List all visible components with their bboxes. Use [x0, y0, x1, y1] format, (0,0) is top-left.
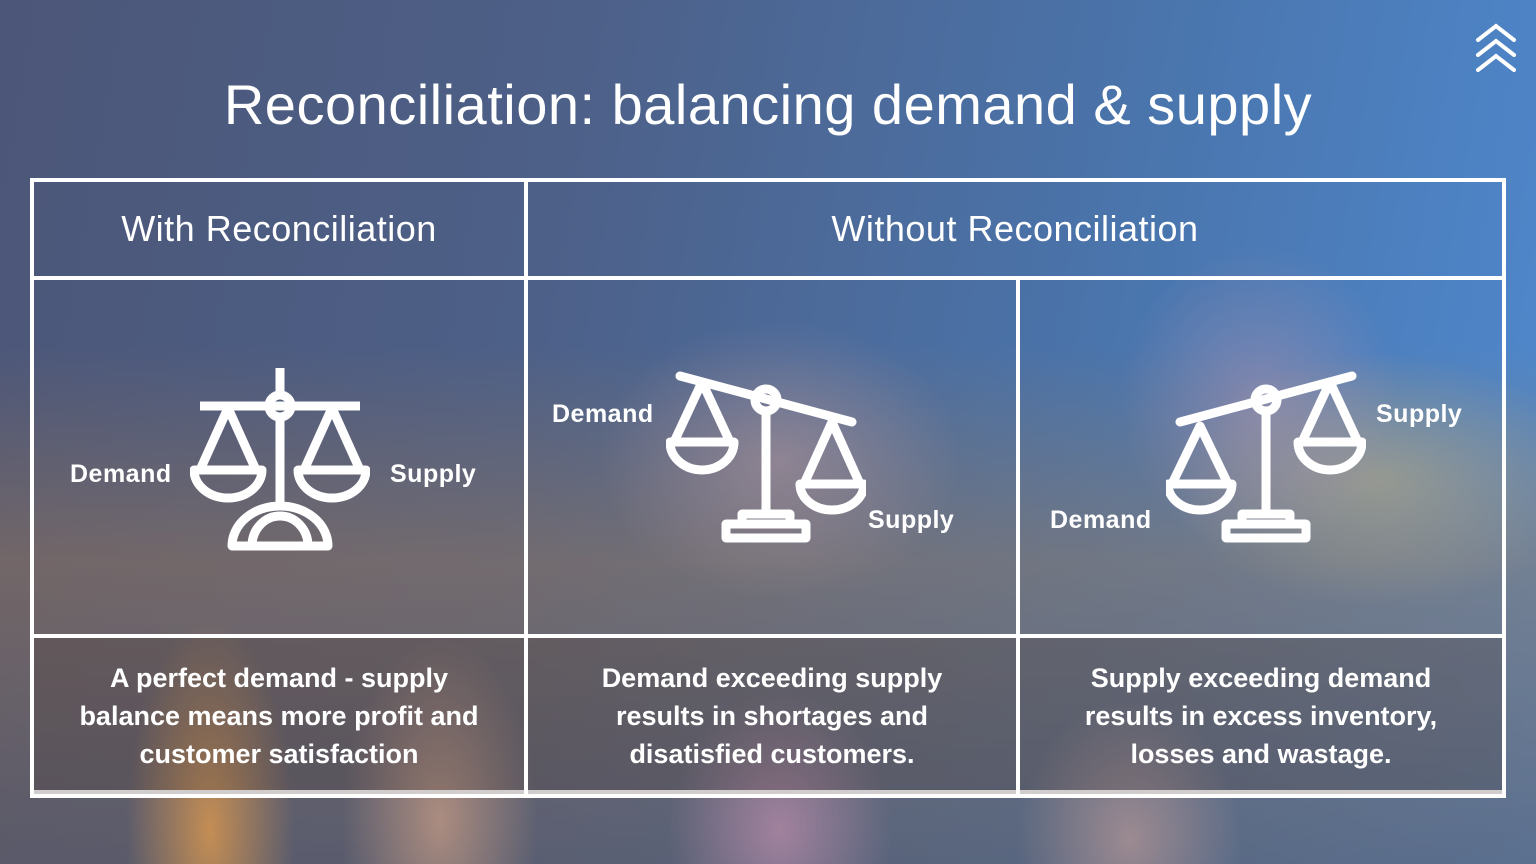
demand-label: Demand: [1050, 506, 1152, 534]
description-balanced: A perfect demand - supply balance means …: [30, 634, 528, 798]
supply-label: Supply: [390, 460, 477, 488]
header-without-reconciliation: Without Reconciliation: [524, 178, 1506, 280]
description-text: A perfect demand - supply balance means …: [79, 663, 479, 769]
description-text: Demand exceeding supply results in short…: [601, 663, 943, 769]
tilted-scale-icon: [1166, 371, 1366, 543]
header-with-reconciliation: With Reconciliation: [30, 178, 528, 280]
header-label: Without Reconciliation: [831, 208, 1199, 249]
demand-label: Demand: [70, 460, 172, 488]
description-text: Supply exceeding demand results in exces…: [1084, 663, 1438, 769]
header-label: With Reconciliation: [121, 208, 437, 249]
description-supply-exceeds: Supply exceeding demand results in exces…: [1016, 634, 1506, 798]
comparison-table: With Reconciliation Without Reconciliati…: [30, 178, 1506, 798]
demand-label: Demand: [552, 400, 654, 428]
stacked-chevrons-up-icon: [1476, 23, 1516, 72]
panel-demand-exceeds: Demand Supply: [524, 276, 1020, 638]
tilted-scale-icon: [666, 371, 866, 543]
description-demand-exceeds: Demand exceeding supply results in short…: [524, 634, 1020, 798]
slide-title: Reconciliation: balancing demand & suppl…: [223, 73, 1313, 136]
supply-label: Supply: [868, 506, 955, 534]
panel-balanced: Demand Supply: [30, 276, 528, 638]
supply-label: Supply: [1376, 400, 1463, 428]
balance-scale-icon: [190, 368, 370, 551]
panel-supply-exceeds: Demand Supply: [1016, 276, 1506, 638]
